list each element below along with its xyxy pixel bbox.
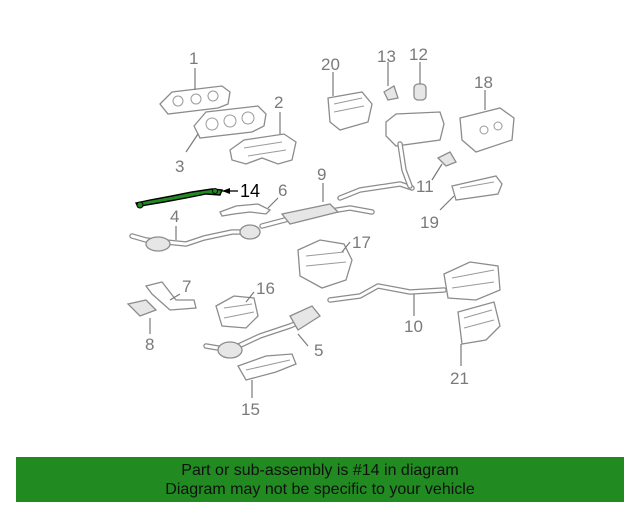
callout-9: 9 bbox=[317, 165, 326, 184]
part-12-isolator[interactable] bbox=[413, 83, 427, 101]
rear-muffler-upper[interactable] bbox=[385, 111, 445, 189]
callout-18: 18 bbox=[474, 73, 493, 92]
part-20-heat-shield[interactable] bbox=[327, 91, 373, 131]
part-5-front-pipe[interactable] bbox=[203, 305, 321, 359]
part-10-rear-pipe[interactable] bbox=[327, 261, 501, 303]
banner-line-2: Diagram may not be specific to your vehi… bbox=[165, 481, 475, 498]
callout-1: 1 bbox=[189, 49, 198, 68]
part-9-intermediate-pipe[interactable] bbox=[259, 181, 415, 229]
part-16-heat-shield[interactable] bbox=[215, 295, 259, 329]
callout-14: 14 bbox=[240, 181, 260, 201]
part-14-bracket[interactable] bbox=[134, 188, 223, 209]
callout-5: 5 bbox=[314, 341, 323, 360]
info-banner: Part or sub-assembly is #14 in diagram D… bbox=[16, 457, 624, 502]
part-11-bracket[interactable] bbox=[436, 151, 457, 167]
callout-19: 19 bbox=[420, 213, 439, 232]
part-21-shield[interactable] bbox=[457, 301, 501, 345]
part-3-heat-shield[interactable] bbox=[193, 105, 267, 139]
callout-21: 21 bbox=[450, 369, 469, 388]
callout-3: 3 bbox=[175, 157, 184, 176]
part-17-heat-shield[interactable] bbox=[297, 239, 353, 289]
exhaust-parts-diagram: 1 3 2 14 6 4 bbox=[126, 45, 515, 419]
callout-2: 2 bbox=[274, 93, 283, 112]
callout-16: 16 bbox=[256, 279, 275, 298]
callout-13: 13 bbox=[377, 47, 396, 66]
callout-4: 4 bbox=[170, 207, 179, 226]
callout-20: 20 bbox=[321, 55, 340, 74]
callout-6: 6 bbox=[278, 181, 287, 200]
part-18-heat-shield[interactable] bbox=[459, 107, 515, 153]
banner-line-1: Part or sub-assembly is #14 in diagram bbox=[181, 462, 459, 479]
part-6-bracket[interactable] bbox=[219, 203, 272, 217]
part-1-manifold-gasket[interactable] bbox=[159, 85, 231, 115]
part-15-shield[interactable] bbox=[237, 353, 297, 381]
callout-12: 12 bbox=[409, 45, 428, 64]
callout-8: 8 bbox=[145, 335, 154, 354]
part-2-exhaust-manifold[interactable] bbox=[229, 133, 297, 165]
callout-17: 17 bbox=[352, 233, 371, 252]
part-4-front-pipe[interactable] bbox=[129, 224, 261, 252]
callout-7: 7 bbox=[182, 277, 191, 296]
part-7-bracket[interactable] bbox=[144, 281, 197, 311]
part-13-hanger[interactable] bbox=[383, 85, 399, 101]
part-8-gasket[interactable] bbox=[126, 299, 158, 317]
callout-11: 11 bbox=[416, 177, 434, 196]
callout-10: 10 bbox=[404, 317, 423, 336]
part-19-shield[interactable] bbox=[451, 175, 503, 201]
callout-15: 15 bbox=[241, 400, 260, 419]
